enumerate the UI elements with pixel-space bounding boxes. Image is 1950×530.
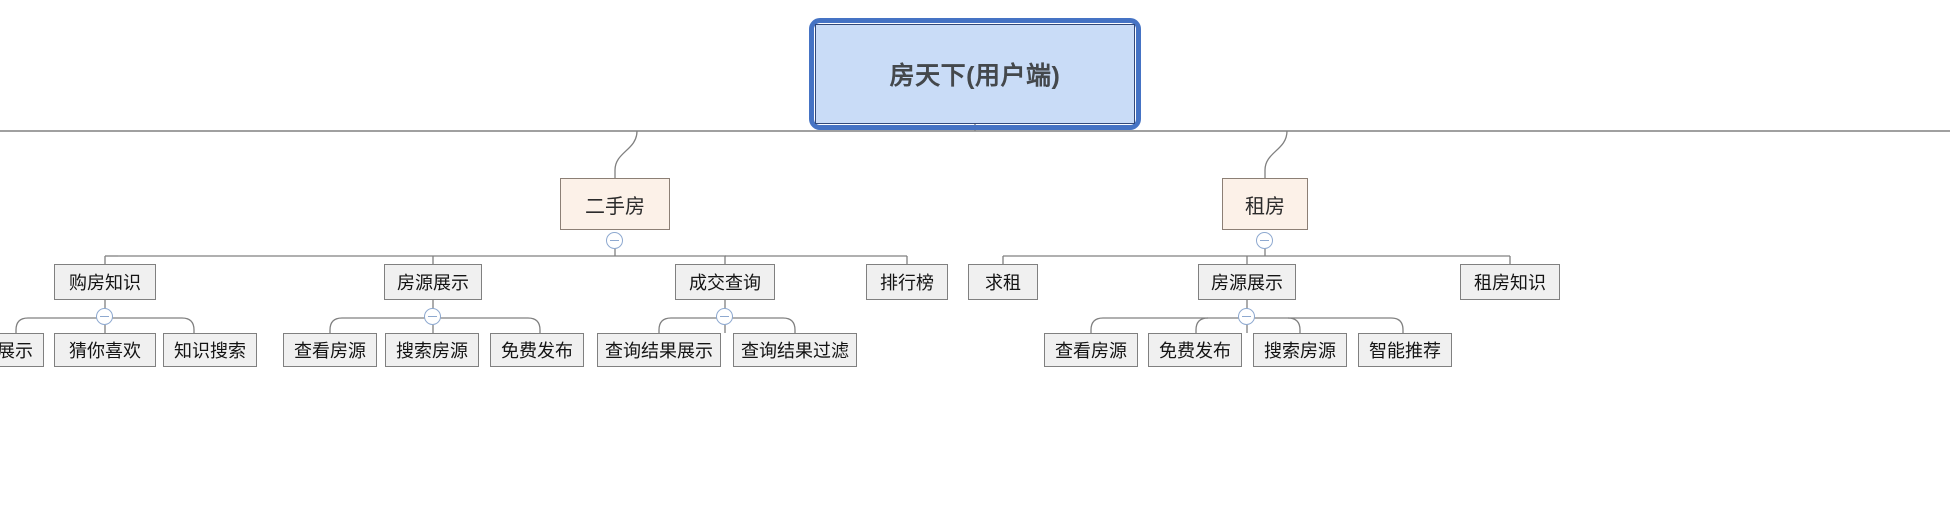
node-zhinengtuijian[interactable]: 智能推荐 <box>1358 333 1452 367</box>
node-zufang[interactable]: 租房 <box>1222 178 1308 230</box>
node-goufangzhishi[interactable]: 购房知识 <box>54 264 156 300</box>
node-chaxunjieguozhanshi[interactable]: 查询结果展示 <box>597 333 721 367</box>
collapse-toggle-fangyuanzhanshi-zf[interactable] <box>1238 308 1255 325</box>
collapse-toggle-chengjiaochaxun[interactable] <box>716 308 733 325</box>
collapse-toggle-goufangzhishi[interactable] <box>96 308 113 325</box>
node-fangyuanzhanshi-zf[interactable]: 房源展示 <box>1198 264 1296 300</box>
node-chaxunjieguoguolv[interactable]: 查询结果过滤 <box>733 333 857 367</box>
node-cainixihuan[interactable]: 猜你喜欢 <box>54 333 156 367</box>
node-mianfeifabu-esf[interactable]: 免费发布 <box>490 333 584 367</box>
node-chakanfangyuan-esf[interactable]: 查看房源 <box>283 333 377 367</box>
node-sousuofangyuan-zf[interactable]: 搜索房源 <box>1253 333 1347 367</box>
root-node[interactable]: 房天下(用户端) <box>815 24 1135 124</box>
node-ershoufang[interactable]: 二手房 <box>560 178 670 230</box>
node-zhishisousuo[interactable]: 知识搜索 <box>163 333 257 367</box>
node-fangyuanzhanshi-esf[interactable]: 房源展示 <box>384 264 482 300</box>
node-zhanshi[interactable]: 展示 <box>0 333 44 367</box>
collapse-toggle-zufang[interactable] <box>1256 232 1273 249</box>
collapse-toggle-fangyuanzhanshi-esf[interactable] <box>424 308 441 325</box>
collapse-toggle-ershoufang[interactable] <box>606 232 623 249</box>
node-zufangzhishi[interactable]: 租房知识 <box>1460 264 1560 300</box>
node-qiuzu[interactable]: 求租 <box>968 264 1038 300</box>
node-mianfeifabu-zf[interactable]: 免费发布 <box>1148 333 1242 367</box>
node-sousuofangyuan-esf[interactable]: 搜索房源 <box>385 333 479 367</box>
node-paihangbang[interactable]: 排行榜 <box>866 264 948 300</box>
node-chengjiaochaxun[interactable]: 成交查询 <box>675 264 775 300</box>
node-chakanfangyuan-zf[interactable]: 查看房源 <box>1044 333 1138 367</box>
